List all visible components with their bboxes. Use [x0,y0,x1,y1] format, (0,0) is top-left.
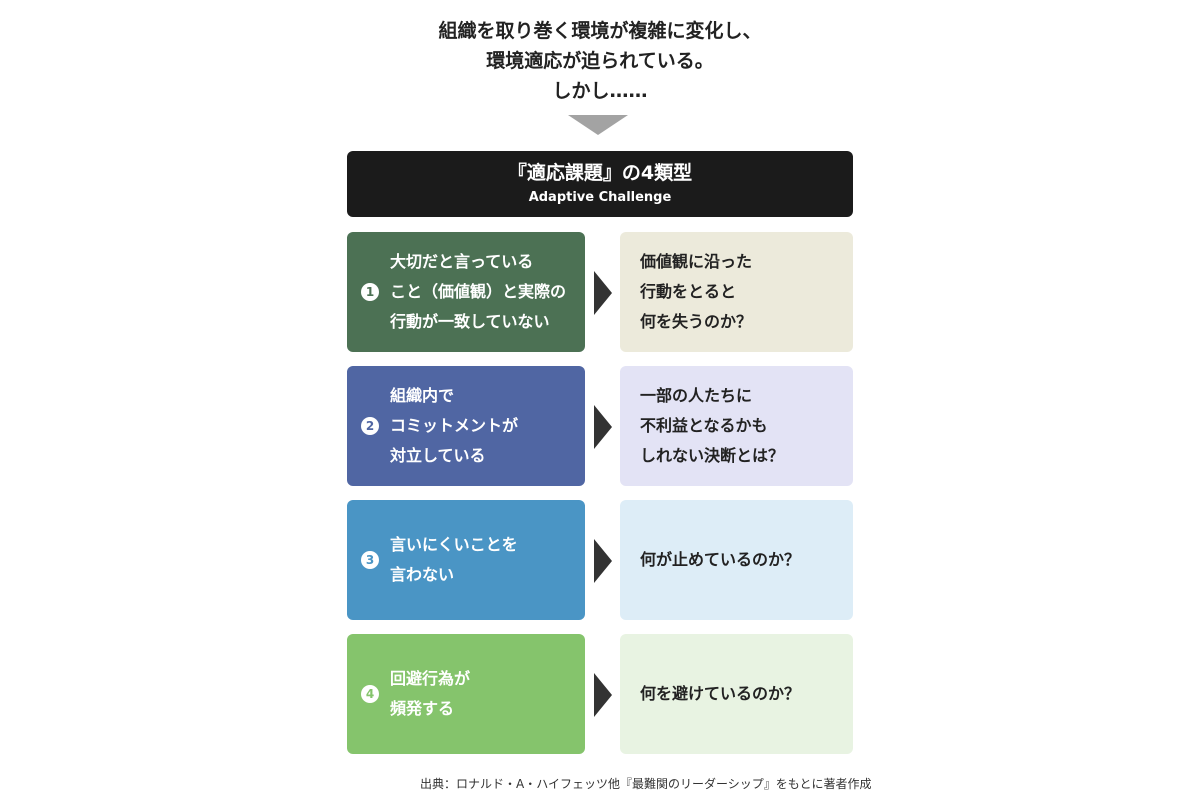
diagram-title: 『適応課題』の4類型 [507,162,693,184]
intro-text: 組織を取り巻く環境が複雑に変化し、 環境適応が迫られている。 しかし…… [300,16,900,106]
cause-line: 言いにくいことを [390,535,518,554]
cause-box-1: 1 大切だと言っている こと（価値観）と実際の 行動が一致していない [347,232,585,352]
cause-box-3: 3 言いにくいことを 言わない [347,500,585,620]
question-line: 不利益となるかも [640,416,768,435]
number-badge-1: 1 [361,283,379,301]
intro-line: 組織を取り巻く環境が複雑に変化し、 [438,20,762,42]
question-box-3: 何が止めているのか？ [620,500,853,620]
question-box-1: 価値観に沿った 行動をとると 何を失うのか？ [620,232,853,352]
cause-line: 回避行為が [390,669,471,688]
cause-box-4: 4 回避行為が 頻発する [347,634,585,754]
question-line: しれない決断とは？ [640,446,785,465]
question-box-2: 一部の人たちに 不利益となるかも しれない決断とは？ [620,366,853,486]
right-arrow-icon [594,271,612,315]
title-box: 『適応課題』の4類型 Adaptive Challenge [347,151,853,217]
number-badge-3: 3 [361,551,379,569]
right-arrow-icon [594,539,612,583]
question-text-3: 何が止めているのか？ [640,500,847,620]
question-line: 一部の人たちに [640,386,753,405]
down-arrow-icon [568,115,628,135]
right-arrow-icon [594,673,612,717]
question-line: 何を失うのか？ [640,312,753,331]
intro-line: 環境適応が迫られている。 [486,50,714,72]
source-note: 出典：ロナルド・A・ハイフェッツ他『最難関のリーダーシップ』をもとに著者作成 [420,777,872,791]
right-arrow-icon [594,405,612,449]
diagram-subtitle: Adaptive Challenge [528,190,672,205]
question-text-1: 価値観に沿った 行動をとると 何を失うのか？ [640,232,847,352]
cause-text-3: 言いにくいことを 言わない [390,500,579,620]
question-line: 行動をとると [640,282,737,301]
cause-line: 大切だと言っている [390,252,534,271]
number-badge-2: 2 [361,417,379,435]
cause-line: 頻発する [390,699,455,718]
question-line: 何が止めているのか？ [640,550,801,569]
question-text-4: 何を避けているのか？ [640,634,847,754]
cause-text-4: 回避行為が 頻発する [390,634,579,754]
cause-box-2: 2 組織内で コミットメントが 対立している [347,366,585,486]
intro-line: しかし…… [552,80,648,102]
cause-line: 組織内で [390,386,455,405]
challenge-row-4: 4 回避行為が 頻発する 何を避けているのか？ [347,634,853,754]
cause-text-1: 大切だと言っている こと（価値観）と実際の 行動が一致していない [390,232,579,352]
cause-line: 行動が一致していない [390,312,550,331]
challenge-row-1: 1 大切だと言っている こと（価値観）と実際の 行動が一致していない 価値観に沿… [347,232,853,352]
question-line: 価値観に沿った [640,252,753,271]
cause-line: こと（価値観）と実際の [390,282,567,301]
question-text-2: 一部の人たちに 不利益となるかも しれない決断とは？ [640,366,847,486]
challenge-row-2: 2 組織内で コミットメントが 対立している 一部の人たちに 不利益となるかも … [347,366,853,486]
question-line: 何を避けているのか？ [640,684,801,703]
cause-text-2: 組織内で コミットメントが 対立している [390,366,579,486]
cause-line: 言わない [390,565,455,584]
challenge-row-3: 3 言いにくいことを 言わない 何が止めているのか？ [347,500,853,620]
cause-line: 対立している [390,446,486,465]
number-badge-4: 4 [361,685,379,703]
cause-line: コミットメントが [390,416,519,435]
question-box-4: 何を避けているのか？ [620,634,853,754]
